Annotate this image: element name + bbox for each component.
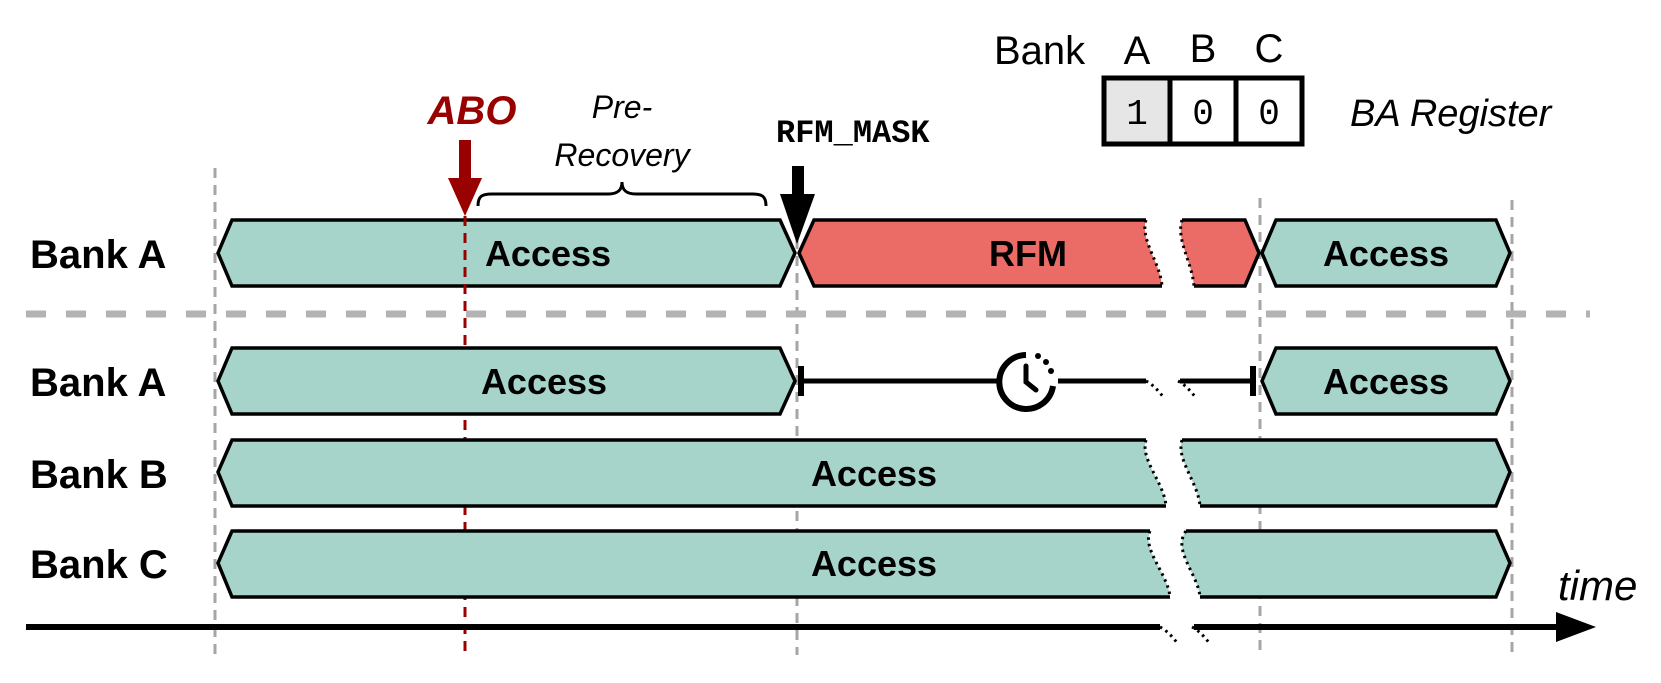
- segment-top-rfm-part2: [1180, 220, 1259, 286]
- row-label-top-bank-a: Bank A: [30, 233, 166, 277]
- segment-top-access-2-label: Access: [1323, 233, 1449, 274]
- pre-recovery-label-line2: Recovery: [554, 137, 691, 173]
- register-cell-c: [1233, 75, 1305, 147]
- register-value-a: 1: [1126, 94, 1148, 135]
- rfm-mask-label: RFM_MASK: [776, 115, 930, 152]
- segment-top-rfm-label: RFM: [989, 233, 1067, 274]
- register-value-c: 0: [1258, 94, 1280, 135]
- row-label-bank-a: Bank A: [30, 361, 166, 405]
- pre-recovery-label-line1: Pre-: [592, 89, 652, 125]
- segment-top-access-1-label: Access: [485, 233, 611, 274]
- register-col-c: C: [1255, 27, 1284, 71]
- segment-bank-a-access-2-label: Access: [1323, 361, 1449, 402]
- segment-bank-c-access-label: Access: [811, 543, 937, 584]
- time-axis: [26, 612, 1596, 645]
- pre-recovery-brace: [476, 181, 768, 207]
- segment-top-access-2: [1260, 218, 1512, 288]
- rfm-mask-arrow-icon: [780, 166, 815, 244]
- segment-top-rfm-part1: [799, 220, 1162, 286]
- segment-bank-c-access-part1: [218, 531, 1170, 597]
- segment-bank-b-access-part2: [1180, 440, 1510, 506]
- time-axis-label: time: [1558, 562, 1637, 609]
- segment-bank-a-access-1: [216, 346, 797, 416]
- row-label-bank-c: Bank C: [30, 543, 168, 587]
- bank-a-wait-period: [798, 366, 1256, 399]
- abo-label: ABO: [427, 89, 517, 133]
- segment-bank-b-access-part1: [218, 440, 1166, 506]
- segment-bank-b-access-label: Access: [811, 453, 937, 494]
- register-col-b: B: [1190, 27, 1217, 71]
- time-axis-arrow-icon: [1556, 612, 1596, 642]
- register-value-b: 0: [1192, 94, 1214, 135]
- register-name-label: BA Register: [1350, 93, 1553, 135]
- segment-top-access-1: [216, 218, 797, 288]
- row-label-bank-b: Bank B: [30, 453, 168, 497]
- segment-bank-a-access-1-label: Access: [481, 361, 607, 402]
- register-cell-b: [1167, 75, 1239, 147]
- clock-icon: [996, 352, 1056, 412]
- register-bank-header: Bank: [994, 29, 1086, 73]
- ba-register: Bank A B C 1 0 0 BA Register: [994, 27, 1553, 147]
- abo-arrow-icon: [448, 140, 482, 216]
- register-col-a: A: [1124, 29, 1151, 73]
- segment-bank-a-access-2: [1260, 346, 1512, 416]
- segment-bank-c-access-part2: [1181, 531, 1510, 597]
